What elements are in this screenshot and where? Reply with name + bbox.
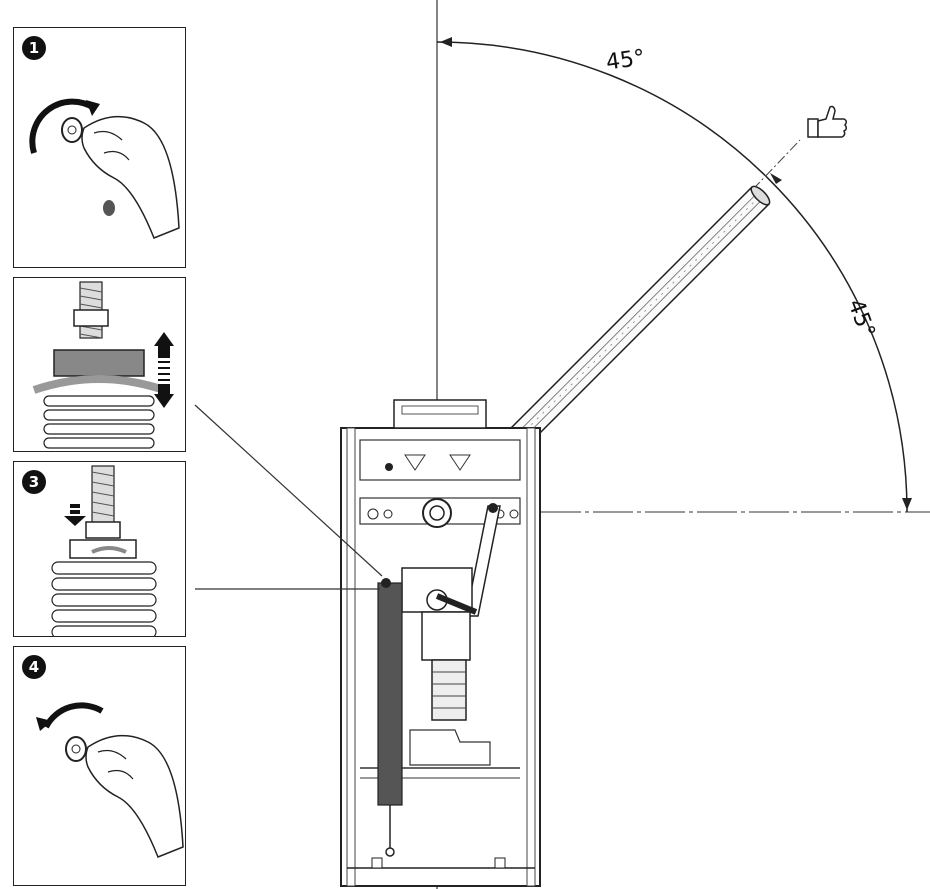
hand-turn-clockwise-icon <box>29 98 180 239</box>
balance-spring <box>377 582 403 806</box>
arc-arrow-top <box>440 37 452 47</box>
spring-adjust-icon <box>32 281 174 449</box>
barrier-cabinet <box>340 399 541 887</box>
step-number-badge: 3 <box>22 470 46 494</box>
barrier-boom <box>510 185 771 446</box>
step-panel-4: 4 <box>13 646 186 886</box>
step-panel-3: 3 <box>13 461 186 637</box>
step-number-badge: 4 <box>22 655 46 679</box>
arc-arrow-mid <box>770 173 782 184</box>
spring-nut-tighten-icon <box>51 465 157 636</box>
thumbs-up-icon <box>807 105 848 138</box>
step-panel-2: 2 <box>13 277 186 452</box>
hand-turn-counterclockwise-icon <box>36 702 184 858</box>
step-number-badge: 1 <box>22 36 46 60</box>
step-panel-1: 1 <box>13 27 186 268</box>
down-arrow-icon <box>64 504 86 526</box>
up-down-arrow-icon <box>154 332 174 408</box>
leader-line-2 <box>194 404 383 577</box>
angle-arc <box>436 41 908 513</box>
arc-arrow-right <box>902 498 912 510</box>
